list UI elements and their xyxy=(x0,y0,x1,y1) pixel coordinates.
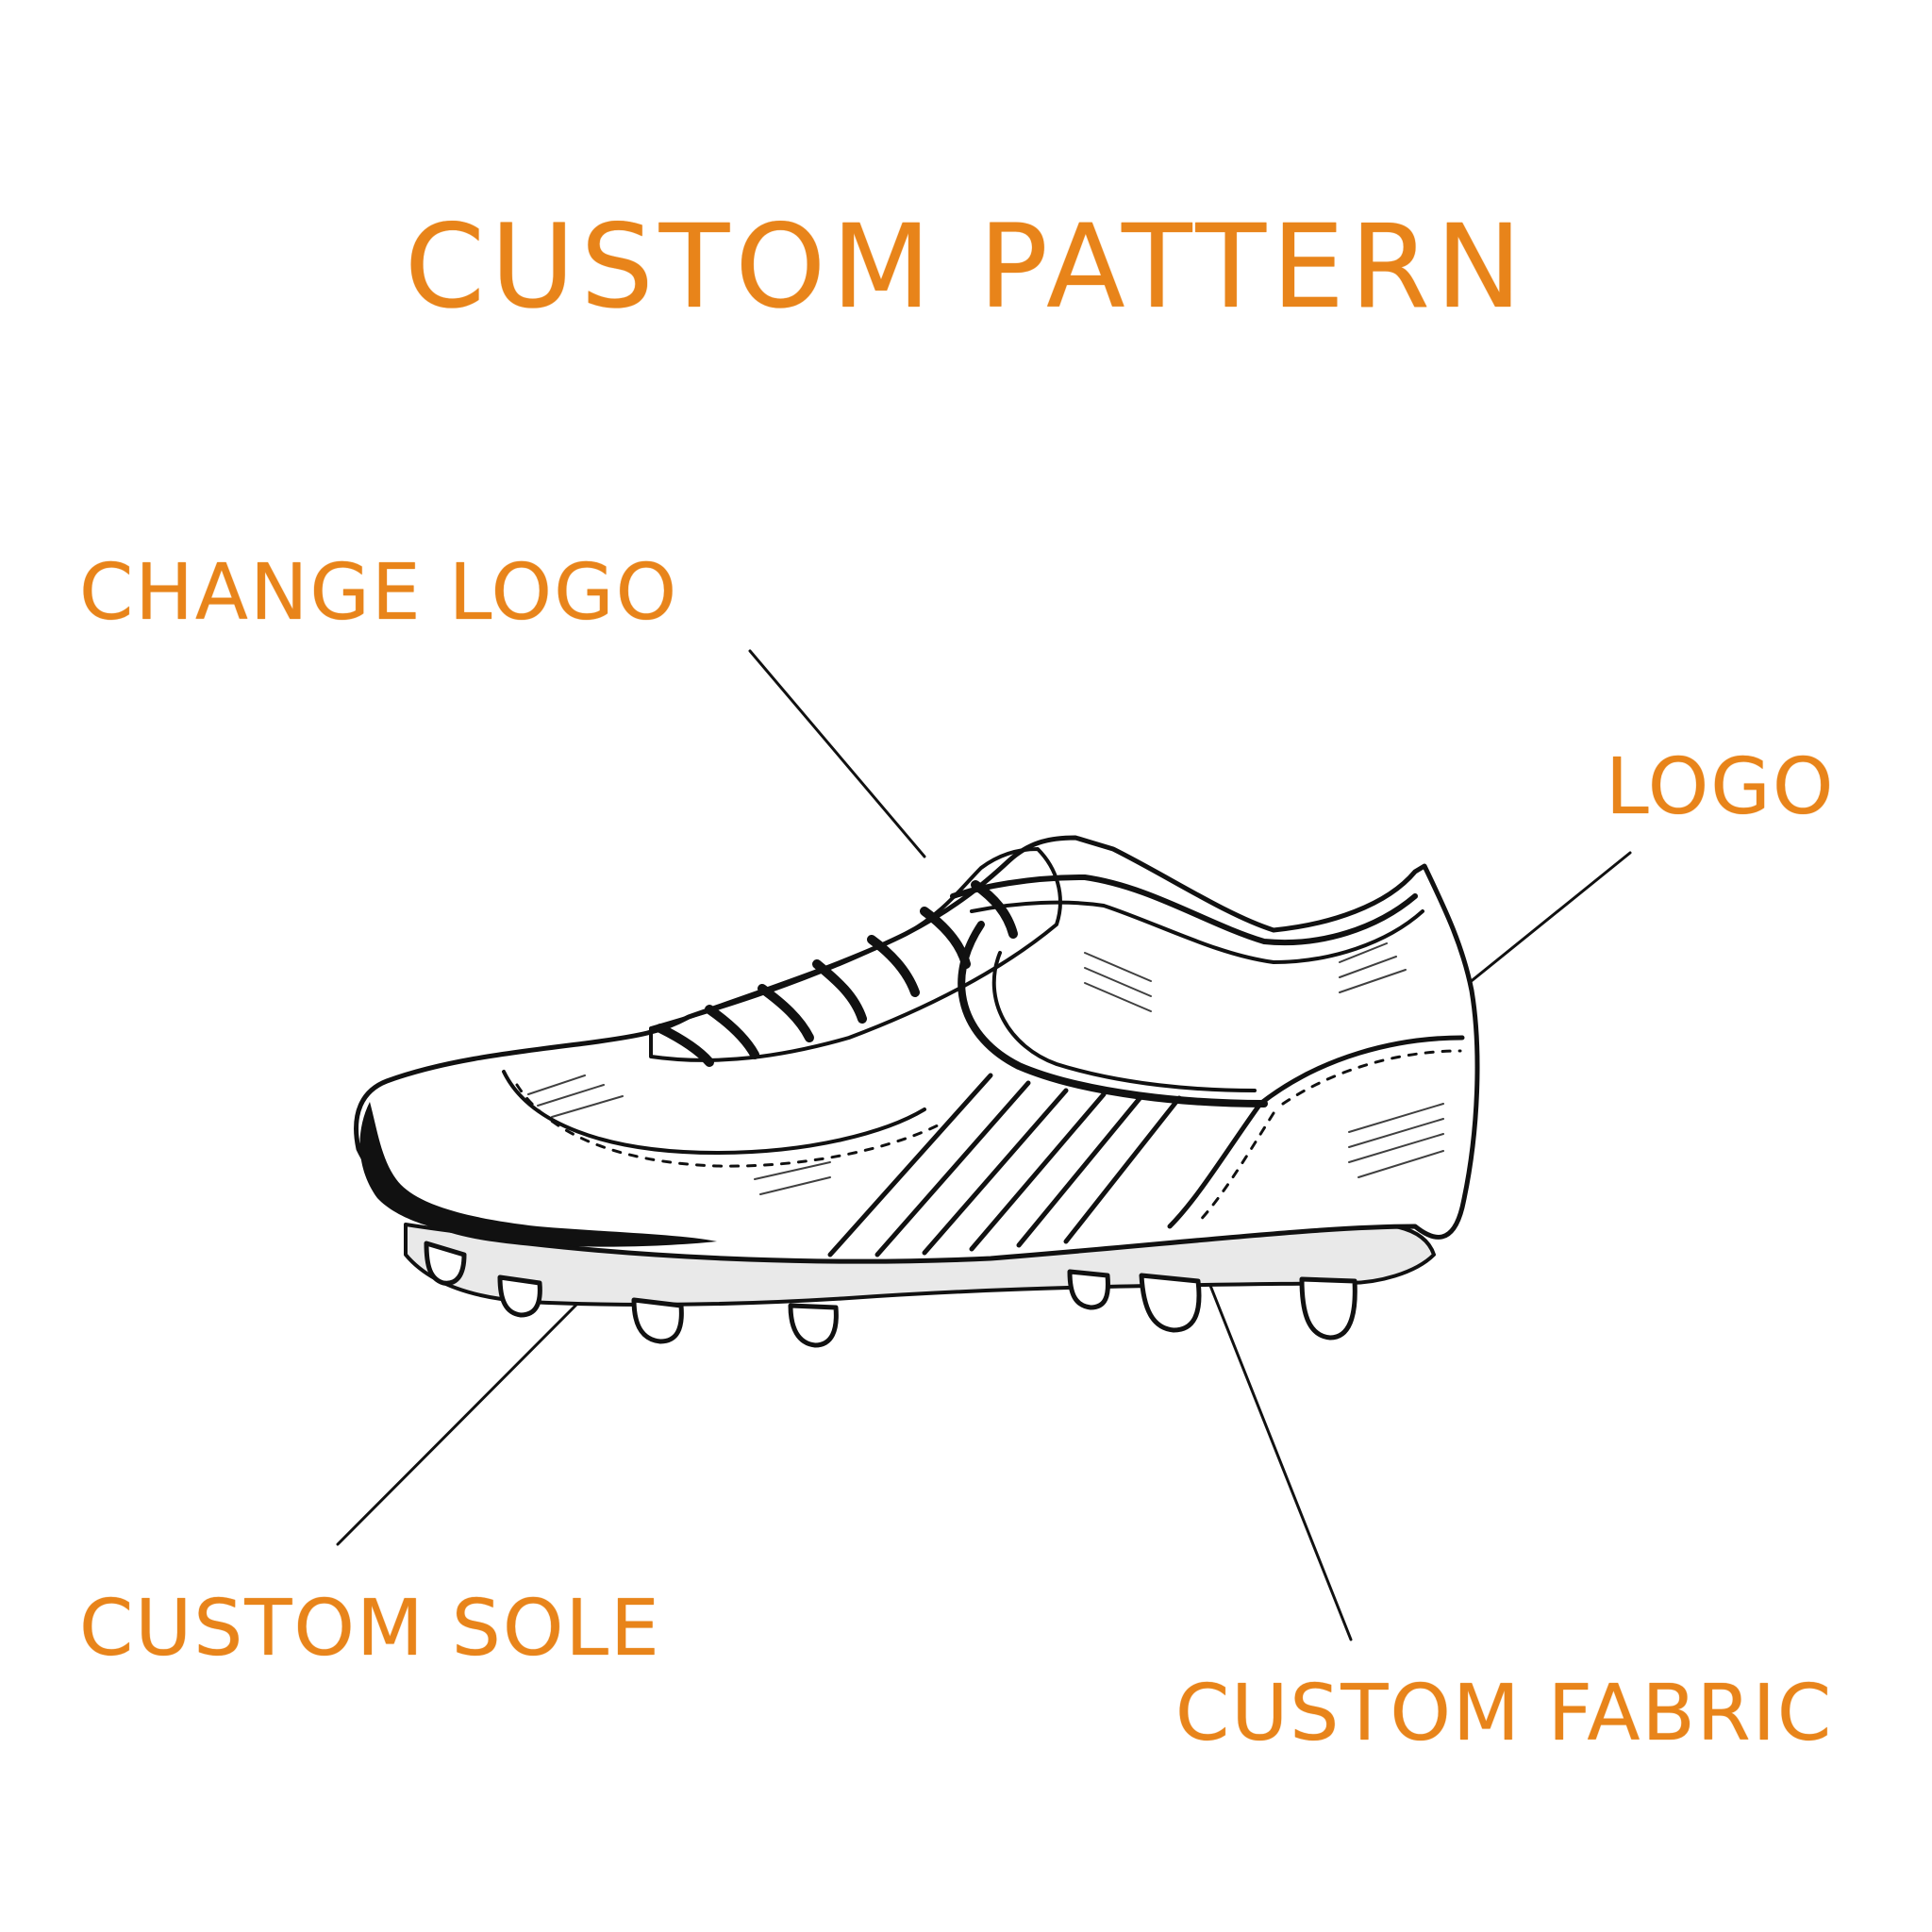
leader-line-custom-fabric xyxy=(1198,1257,1353,1641)
cleat-tongue-icon xyxy=(649,847,1062,1062)
soccer-cleat-icon xyxy=(354,835,1480,1348)
callout-custom-sole: CUSTOM SOLE xyxy=(79,1584,661,1674)
callout-custom-fabric: CUSTOM FABRIC xyxy=(1175,1669,1834,1758)
cleat-toe-cap-icon xyxy=(359,1102,717,1247)
leader-line-custom-sole xyxy=(336,1302,579,1546)
callout-change-logo: CHANGE LOGO xyxy=(79,548,679,638)
callout-logo: LOGO xyxy=(1606,742,1836,832)
cleat-swoosh-icon xyxy=(958,921,1268,1108)
cleat-collar-icon xyxy=(950,874,1418,946)
cleat-shading-icon xyxy=(527,942,1444,1195)
cleat-heel-counter-icon xyxy=(1167,1035,1465,1229)
cleat-upper-icon xyxy=(354,835,1480,1264)
page-title: CUSTOM PATTERN xyxy=(404,200,1528,334)
cleat-stripes-icon xyxy=(827,1073,1182,1257)
leader-line-change-logo xyxy=(748,649,926,858)
cleat-studs-icon xyxy=(424,1241,1357,1348)
